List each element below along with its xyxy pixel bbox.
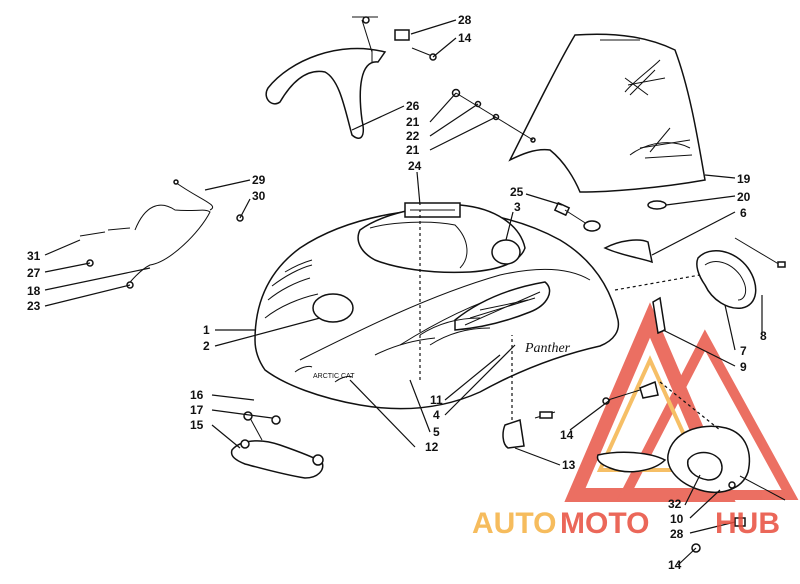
callout-7: 7 xyxy=(740,344,747,358)
windshield-part xyxy=(508,33,706,193)
callout-2: 2 xyxy=(203,339,210,353)
washer-20 xyxy=(647,200,667,210)
callout-14-top: 14 xyxy=(458,31,472,45)
callout-20: 20 xyxy=(737,190,751,204)
callout-22: 22 xyxy=(406,129,420,143)
callout-11: 11 xyxy=(430,393,443,407)
callout-8: 8 xyxy=(760,329,767,343)
watermark-auto: AUTO xyxy=(472,507,556,540)
callout-24: 24 xyxy=(408,159,422,173)
callout-3: 3 xyxy=(514,200,521,214)
callout-29: 29 xyxy=(252,173,266,187)
callout-13: 13 xyxy=(562,458,576,472)
windshield-deflector-part xyxy=(265,19,387,139)
callout-30: 30 xyxy=(252,189,266,203)
callout-17: 17 xyxy=(190,403,204,417)
bracket-7 xyxy=(652,296,666,335)
watermark-triangle-inner xyxy=(596,355,704,472)
side-fairing-6 xyxy=(603,239,653,264)
hood-main-body: Panther ARCTIC CAT xyxy=(254,202,620,410)
windshield-hardware xyxy=(451,88,536,143)
hood-insert-3 xyxy=(491,239,521,265)
watermark-hub: HUB xyxy=(715,507,780,540)
leader-lines xyxy=(44,19,763,566)
clip-hardware-top xyxy=(352,16,437,61)
callout-28-top: 28 xyxy=(458,13,472,27)
callout-14-mid: 14 xyxy=(560,428,574,442)
front-logo-decal: ARCTIC CAT xyxy=(313,373,355,380)
bolt-25 xyxy=(553,201,601,232)
watermark-text: AUTO MOTO HUB xyxy=(472,507,780,540)
callout-32: 32 xyxy=(668,497,682,511)
headlight-lens-8 xyxy=(696,237,786,309)
callout-18: 18 xyxy=(27,284,41,298)
callout-28-bottom: 28 xyxy=(670,527,684,541)
callout-12: 12 xyxy=(425,440,439,454)
cable-spring-assembly xyxy=(79,179,244,289)
callout-10: 10 xyxy=(670,512,684,526)
mirror-mount-assembly xyxy=(596,425,786,553)
callout-1: 1 xyxy=(203,323,210,337)
callout-26: 26 xyxy=(406,99,420,113)
callout-6: 6 xyxy=(740,206,747,220)
bumper-bracket xyxy=(230,411,324,479)
callout-31: 31 xyxy=(27,249,41,263)
watermark-moto: MOTO xyxy=(560,507,649,540)
watermark-triangle-right xyxy=(616,329,799,500)
hood-insert-2 xyxy=(312,293,354,323)
callout-9: 9 xyxy=(740,360,747,374)
callout-25: 25 xyxy=(510,185,524,199)
bracket-13 xyxy=(502,411,556,449)
clip-14b xyxy=(602,380,659,405)
callout-21-a: 21 xyxy=(406,115,420,129)
callout-21-b: 21 xyxy=(406,143,420,157)
watermark-logo xyxy=(564,302,799,502)
callout-27: 27 xyxy=(27,266,41,280)
callout-4: 4 xyxy=(433,408,440,422)
callout-14-bottom: 14 xyxy=(668,558,682,572)
callout-15: 15 xyxy=(190,418,204,432)
callout-16: 16 xyxy=(190,388,204,402)
callout-19: 19 xyxy=(737,172,751,186)
panther-decal: Panther xyxy=(524,341,571,356)
callout-23: 23 xyxy=(27,299,41,313)
callout-5: 5 xyxy=(433,425,440,439)
callout-labels: 28 14 26 21 22 21 24 29 30 25 3 19 20 6 … xyxy=(27,13,767,572)
